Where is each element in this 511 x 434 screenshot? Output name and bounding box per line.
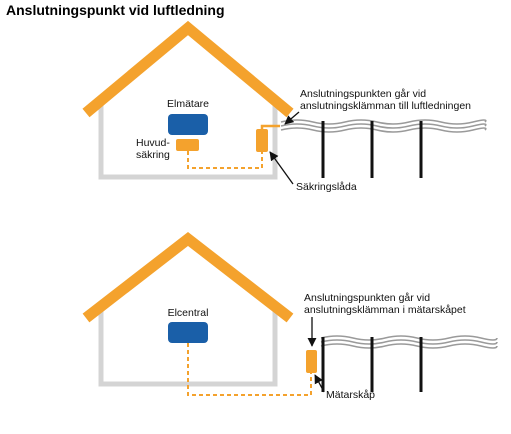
meter-cabinet-label: Mätarskåp xyxy=(326,389,375,401)
bottom-connection-note-line2: anslutningsklämman i mätarskåpet xyxy=(304,304,466,316)
top-connection-arrow xyxy=(284,111,300,125)
fuse-box-label: Säkringslåda xyxy=(296,181,357,193)
main-fuse-label-line1: Huvud- xyxy=(136,137,170,149)
fuse-box xyxy=(256,129,268,152)
meter-cabinet-box xyxy=(306,350,317,373)
electrical-central-label: Elcentral xyxy=(168,307,209,319)
top-connection-note-line2: anslutningsklämman till luftledningen xyxy=(300,100,471,112)
electrical-central-box xyxy=(168,322,208,343)
diagram-title: Anslutningspunkt vid luftledning xyxy=(6,2,225,18)
overhead-wires xyxy=(280,119,487,133)
main-fuse-label-line2: säkring xyxy=(136,149,170,161)
house-top-walls xyxy=(98,97,278,180)
house-bottom xyxy=(82,232,294,387)
house-top-roof xyxy=(82,20,294,118)
fuse-box-arrow xyxy=(269,151,294,185)
house-bottom-walls xyxy=(98,303,278,387)
electricity-meter-label: Elmätare xyxy=(167,98,209,110)
top-connection-note-line1: Anslutningspunkten går vid xyxy=(300,88,426,100)
main-fuse-box xyxy=(176,139,199,151)
overhead-wires-bottom xyxy=(320,335,498,349)
bottom-dashed-cable xyxy=(187,343,312,396)
house-top xyxy=(82,20,294,180)
meter-cabinet-arrow xyxy=(314,374,325,393)
top-service-line xyxy=(260,124,280,129)
bottom-connection-note-line1: Anslutningspunkten går vid xyxy=(304,292,430,304)
top-dashed-cable xyxy=(187,151,263,169)
electricity-meter-box xyxy=(168,114,208,135)
house-bottom-roof xyxy=(82,232,294,323)
